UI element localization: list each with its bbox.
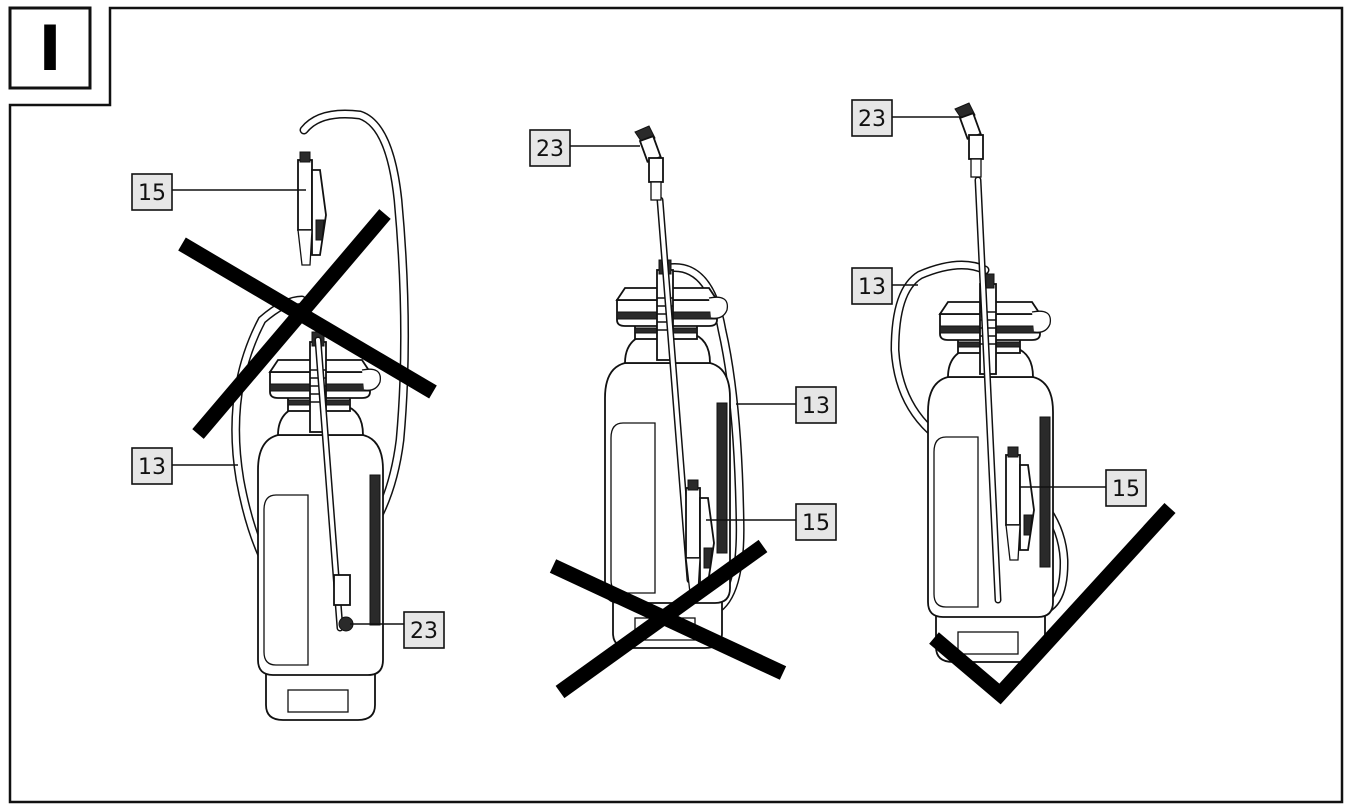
nozzle-23 [634, 125, 664, 201]
svg-text:15: 15 [138, 181, 166, 206]
callout-13: 13 [131, 447, 238, 485]
spray-lance [656, 196, 694, 584]
callout-15: 15 [131, 173, 306, 211]
svg-text:13: 13 [802, 394, 830, 419]
nozzle-23 [333, 574, 354, 632]
panel-right: 23 13 15 [851, 99, 1176, 705]
callout-15: 15 [706, 503, 837, 541]
trigger-handle-15 [297, 151, 327, 266]
callout-15: 15 [1020, 469, 1147, 507]
panel-middle: 23 13 15 [529, 125, 837, 699]
nozzle-23 [954, 102, 984, 178]
diagram-frame [8, 6, 1344, 804]
callout-13: 13 [851, 267, 918, 305]
svg-text:23: 23 [410, 619, 438, 644]
svg-text:13: 13 [138, 455, 166, 480]
callout-13: 13 [736, 386, 837, 424]
check-mark-icon [929, 502, 1176, 705]
cross-mark-icon [178, 209, 437, 439]
hose-13 [663, 263, 745, 617]
cross-mark-icon [549, 539, 787, 699]
figure-label: I [38, 12, 61, 85]
callout-23: 23 [529, 129, 640, 167]
svg-text:15: 15 [802, 511, 830, 536]
callout-23: 23 [851, 99, 962, 137]
panel-left: 15 13 23 [131, 109, 445, 721]
svg-text:23: 23 [536, 137, 564, 162]
svg-text:15: 15 [1112, 477, 1140, 502]
svg-text:13: 13 [858, 275, 886, 300]
svg-text:23: 23 [858, 107, 886, 132]
figure-label-box [8, 6, 92, 90]
callout-23: 23 [350, 611, 445, 649]
spray-lance [974, 176, 1002, 604]
